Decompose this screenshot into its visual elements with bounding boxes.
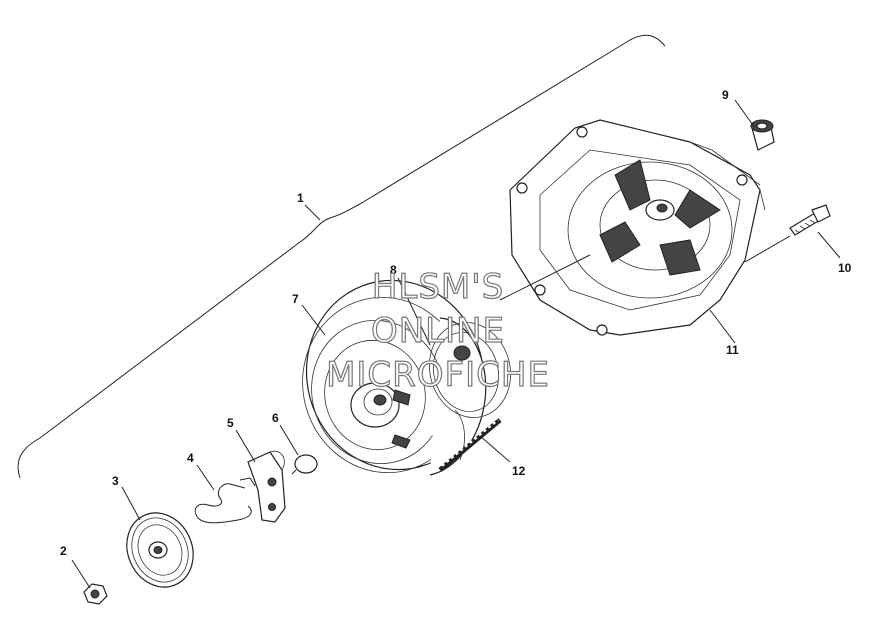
pawl — [247, 450, 286, 523]
callout-10: 10 — [838, 261, 852, 275]
recoil-housing — [509, 119, 766, 336]
leader-lines — [71, 99, 841, 589]
starter-rope — [438, 418, 502, 472]
callout-9: 9 — [722, 88, 729, 102]
callout-2: 2 — [60, 544, 67, 558]
callout-1: 1 — [297, 191, 304, 205]
callout-6: 6 — [272, 411, 279, 425]
callout-3: 3 — [112, 474, 119, 488]
bolt — [789, 204, 831, 236]
pawl-spring — [194, 477, 256, 524]
callout-12: 12 — [512, 464, 526, 478]
callout-7: 7 — [292, 292, 299, 306]
recoil-spring — [429, 322, 511, 418]
hex-nut — [83, 583, 108, 605]
retainer-plate — [126, 512, 194, 588]
watermark-line-2: ONLINE — [371, 311, 505, 351]
spring-clip — [291, 454, 318, 475]
callout-8: 8 — [390, 263, 397, 277]
watermark-line-1: HLSM'S — [372, 267, 504, 307]
callout-4: 4 — [187, 451, 194, 465]
bushing — [750, 119, 775, 151]
watermark-line-3: MICROFICHE — [326, 355, 550, 395]
callout-11: 11 — [726, 343, 739, 357]
assembly-bracket — [17, 34, 666, 479]
callout-5: 5 — [227, 416, 234, 430]
recoil-pulley — [302, 279, 487, 476]
